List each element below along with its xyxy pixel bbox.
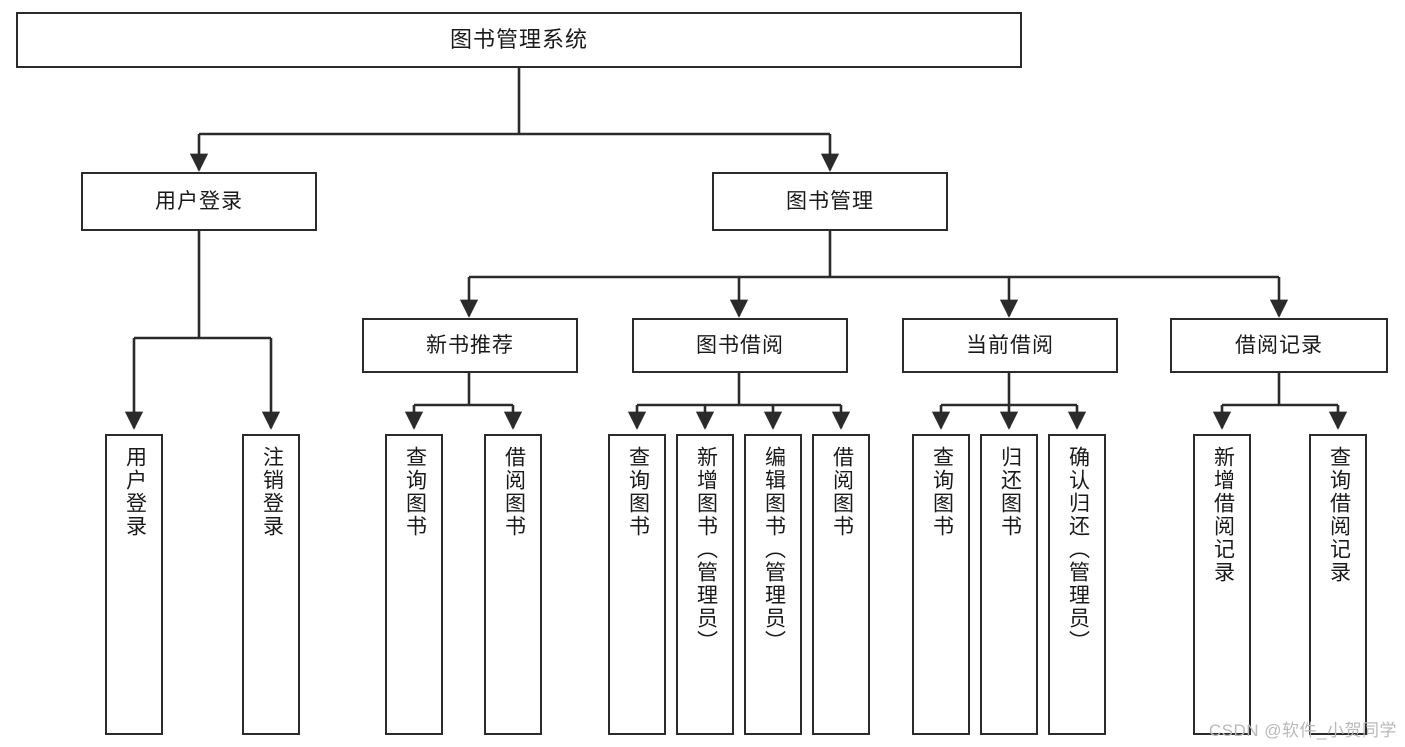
node-leaf-logout[interactable]: 注销登录 bbox=[242, 434, 300, 735]
node-label: 查询图书 bbox=[930, 446, 954, 538]
node-label: 注销登录 bbox=[260, 446, 284, 538]
node-leaf-add-borrow-record[interactable]: 新增借阅记录 bbox=[1193, 434, 1251, 735]
node-label: 新书推荐 bbox=[426, 333, 514, 357]
node-leaf-query-book-new[interactable]: 查询图书 bbox=[385, 434, 443, 735]
node-label: 查询图书 bbox=[403, 446, 427, 538]
node-leaf-borrow-book[interactable]: 借阅图书 bbox=[812, 434, 870, 735]
csdn-watermark: CSDN @软件_小贺同学 bbox=[1208, 721, 1397, 740]
node-label: 借阅记录 bbox=[1235, 333, 1323, 357]
node-label: 用户登录 bbox=[155, 189, 243, 213]
node-leaf-query-book-current[interactable]: 查询图书 bbox=[912, 434, 970, 735]
node-leaf-edit-book-admin[interactable]: 编辑图书（管理员） bbox=[744, 434, 802, 735]
node-user-login[interactable]: 用户登录 bbox=[81, 172, 317, 231]
node-label: 图书管理 bbox=[786, 189, 874, 213]
node-leaf-add-book-admin[interactable]: 新增图书（管理员） bbox=[676, 434, 734, 735]
node-label: 图书管理系统 bbox=[449, 26, 588, 52]
node-book-borrow[interactable]: 图书借阅 bbox=[632, 318, 848, 373]
node-label: 编辑图书（管理员） bbox=[762, 446, 786, 653]
node-leaf-confirm-return-admin[interactable]: 确认归还（管理员） bbox=[1048, 434, 1106, 735]
node-current-borrow[interactable]: 当前借阅 bbox=[902, 318, 1118, 373]
node-leaf-return-book[interactable]: 归还图书 bbox=[980, 434, 1038, 735]
node-label: 查询图书 bbox=[626, 446, 650, 538]
node-label: 查询借阅记录 bbox=[1327, 446, 1351, 584]
node-leaf-borrow-book-new[interactable]: 借阅图书 bbox=[484, 434, 542, 735]
node-label: 归还图书 bbox=[998, 446, 1022, 538]
node-label: 图书借阅 bbox=[696, 333, 784, 357]
node-label: 确认归还（管理员） bbox=[1066, 446, 1090, 653]
node-label: 新增图书（管理员） bbox=[694, 446, 718, 653]
node-book-management[interactable]: 图书管理 bbox=[712, 172, 948, 231]
node-leaf-user-login[interactable]: 用户登录 bbox=[105, 434, 163, 735]
node-leaf-query-book-borrow[interactable]: 查询图书 bbox=[608, 434, 666, 735]
node-label: 新增借阅记录 bbox=[1211, 446, 1235, 584]
node-root-system[interactable]: 图书管理系统 bbox=[16, 12, 1022, 68]
node-label: 借阅图书 bbox=[502, 446, 526, 538]
node-new-book-recommend[interactable]: 新书推荐 bbox=[362, 318, 578, 373]
node-label: 当前借阅 bbox=[966, 333, 1054, 357]
node-label: 用户登录 bbox=[123, 446, 147, 538]
node-borrow-record[interactable]: 借阅记录 bbox=[1170, 318, 1388, 373]
node-label: 借阅图书 bbox=[830, 446, 854, 538]
node-leaf-query-borrow-record[interactable]: 查询借阅记录 bbox=[1309, 434, 1367, 735]
